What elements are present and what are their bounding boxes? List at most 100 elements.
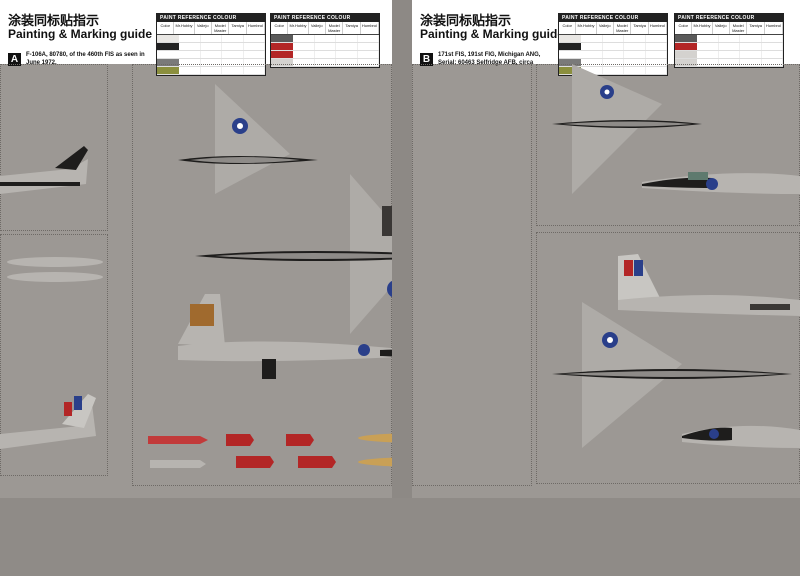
table-title: PAINT REFERENCE COLOUR xyxy=(675,14,783,22)
col-tamiya: Tamiya xyxy=(747,22,765,34)
paint-row xyxy=(157,35,265,43)
paint-code xyxy=(740,59,762,66)
paint-row xyxy=(157,67,265,75)
paint-code xyxy=(646,43,667,50)
aircraft-side-view-3 xyxy=(178,294,392,379)
paint-row xyxy=(157,43,265,51)
paint-code xyxy=(336,43,358,50)
paint-code xyxy=(646,59,667,66)
paint-code xyxy=(244,35,265,42)
paint-code xyxy=(336,51,358,58)
paint-code xyxy=(244,51,265,58)
col-mrhobby: Mr.Hobby xyxy=(174,22,195,34)
col-vallejo: Vallejo xyxy=(309,22,326,34)
paint-code xyxy=(244,67,265,74)
color-swatch xyxy=(675,51,697,58)
col-modelmaster: Model Master xyxy=(614,22,632,34)
scheme-letter: B xyxy=(420,53,433,66)
paint-code xyxy=(179,59,201,66)
paint-code xyxy=(603,67,624,74)
paint-code xyxy=(624,59,646,66)
aircraft-side-view-partial-1 xyxy=(0,146,88,194)
color-swatch xyxy=(675,35,697,42)
title-chinese: 涂装同标贴指示 xyxy=(420,13,512,28)
aircraft-illustrations xyxy=(0,84,392,468)
paint-row xyxy=(559,35,667,43)
aircraft-plan-view-upper xyxy=(552,64,702,194)
color-swatch xyxy=(675,59,697,66)
missiles-and-tanks xyxy=(148,433,392,468)
paint-code xyxy=(315,51,336,58)
paint-reference-table-1: PAINT REFERENCE COLOUR Color Mr.Hobby Va… xyxy=(156,13,266,76)
col-tamiya: Tamiya xyxy=(229,22,247,34)
paint-code xyxy=(603,51,624,58)
side-panel-upper xyxy=(0,64,108,231)
paint-code xyxy=(581,43,603,50)
color-swatch xyxy=(271,43,293,50)
scheme-description: 171st FIS, 191st FIG, Michigan ANG, Seri… xyxy=(438,52,541,66)
paint-code xyxy=(336,59,358,66)
color-swatch xyxy=(157,67,179,74)
paint-code xyxy=(244,59,265,66)
paint-code xyxy=(222,51,244,58)
col-humbrol: Humbrol xyxy=(247,22,265,34)
col-tamiya: Tamiya xyxy=(631,22,649,34)
paint-code xyxy=(697,35,719,42)
color-swatch xyxy=(271,35,293,42)
color-swatch xyxy=(559,43,581,50)
table-header: Color Mr.Hobby Vallejo Model Master Tami… xyxy=(271,22,379,35)
paint-code xyxy=(201,35,222,42)
col-color: Color xyxy=(157,22,175,34)
paint-code xyxy=(740,51,762,58)
aircraft-side-view-middle xyxy=(618,254,800,316)
col-vallejo: Vallejo xyxy=(713,22,730,34)
paint-code xyxy=(201,43,222,50)
color-swatch xyxy=(157,43,179,50)
color-swatch xyxy=(271,59,293,66)
paint-row xyxy=(559,51,667,59)
missile-views-left xyxy=(7,257,103,282)
paint-code xyxy=(581,59,603,66)
paint-code xyxy=(315,43,336,50)
side-panel-lower xyxy=(0,234,108,476)
paint-code xyxy=(293,43,315,50)
col-vallejo: Vallejo xyxy=(195,22,212,34)
col-mrhobby: Mr.Hobby xyxy=(692,22,713,34)
table-title: PAINT REFERENCE COLOUR xyxy=(157,14,265,22)
color-swatch xyxy=(559,35,581,42)
sheet-header: 涂装同标贴指示 Painting & Marking guide A F-106… xyxy=(0,0,392,76)
paint-reference-table-1: PAINT REFERENCE COLOUR Color Mr.Hobby Va… xyxy=(558,13,668,76)
paint-row xyxy=(157,51,265,59)
sheet-separator xyxy=(392,0,412,498)
paint-code xyxy=(293,35,315,42)
paint-code xyxy=(762,59,783,66)
paint-code xyxy=(603,43,624,50)
paint-code xyxy=(293,59,315,66)
col-humbrol: Humbrol xyxy=(361,22,379,34)
table-body xyxy=(559,35,667,75)
paint-code xyxy=(222,67,244,74)
paint-row xyxy=(559,43,667,51)
paint-row xyxy=(559,59,667,67)
col-modelmaster: Model Master xyxy=(730,22,748,34)
paint-code xyxy=(581,35,603,42)
paint-code xyxy=(358,35,379,42)
paint-code xyxy=(293,51,315,58)
paint-code xyxy=(762,51,783,58)
color-swatch xyxy=(559,67,581,74)
paint-code xyxy=(315,35,336,42)
sheet-header: 涂装同标贴指示 Painting & Marking guide B 171st… xyxy=(412,0,800,76)
paint-row xyxy=(271,43,379,51)
paint-code xyxy=(179,51,201,58)
col-color: Color xyxy=(675,22,693,34)
paint-code xyxy=(358,51,379,58)
color-swatch xyxy=(157,59,179,66)
col-humbrol: Humbrol xyxy=(765,22,783,34)
side-panel xyxy=(412,64,532,486)
paint-code xyxy=(358,59,379,66)
paint-code xyxy=(624,35,646,42)
paint-code xyxy=(740,35,762,42)
color-swatch xyxy=(559,51,581,58)
paint-code xyxy=(179,67,201,74)
aircraft-side-view-upper xyxy=(642,172,800,194)
